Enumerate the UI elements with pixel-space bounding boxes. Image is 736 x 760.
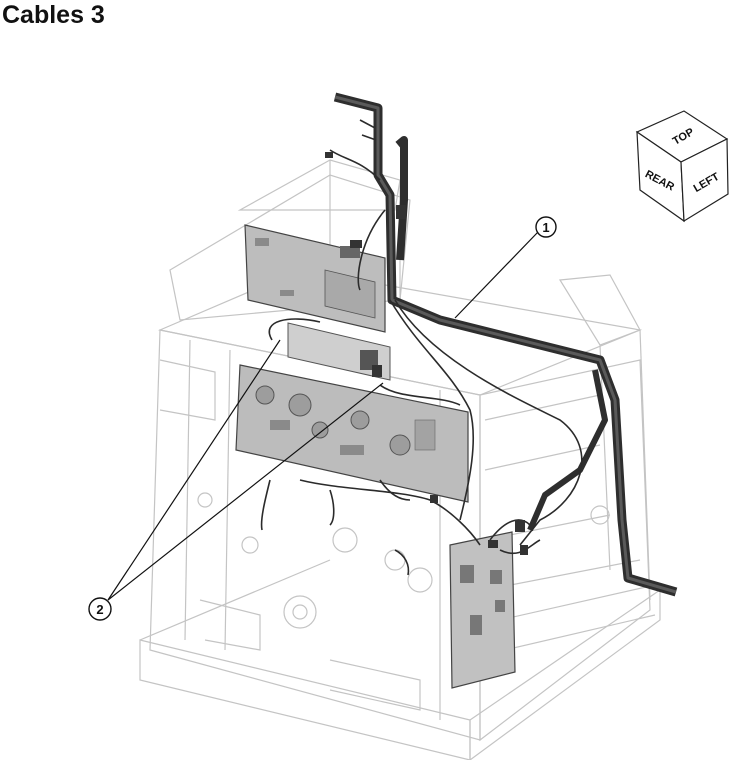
bracket-board (287, 322, 391, 381)
callout-1: 1 (454, 216, 557, 319)
orientation-cube: TOP REAR LEFT (635, 110, 729, 223)
lower-right-board (449, 531, 516, 689)
cable-harness-1 (333, 92, 678, 597)
page-title: Cables 3 (2, 1, 105, 29)
callout-1-label: 1 (542, 220, 549, 235)
cable-connectors (325, 152, 528, 555)
callout-2: 2 (88, 339, 384, 621)
upper-control-board (244, 224, 386, 333)
callout-2-label: 2 (96, 602, 103, 617)
middle-large-board (235, 364, 469, 503)
thin-cables (260, 119, 583, 576)
